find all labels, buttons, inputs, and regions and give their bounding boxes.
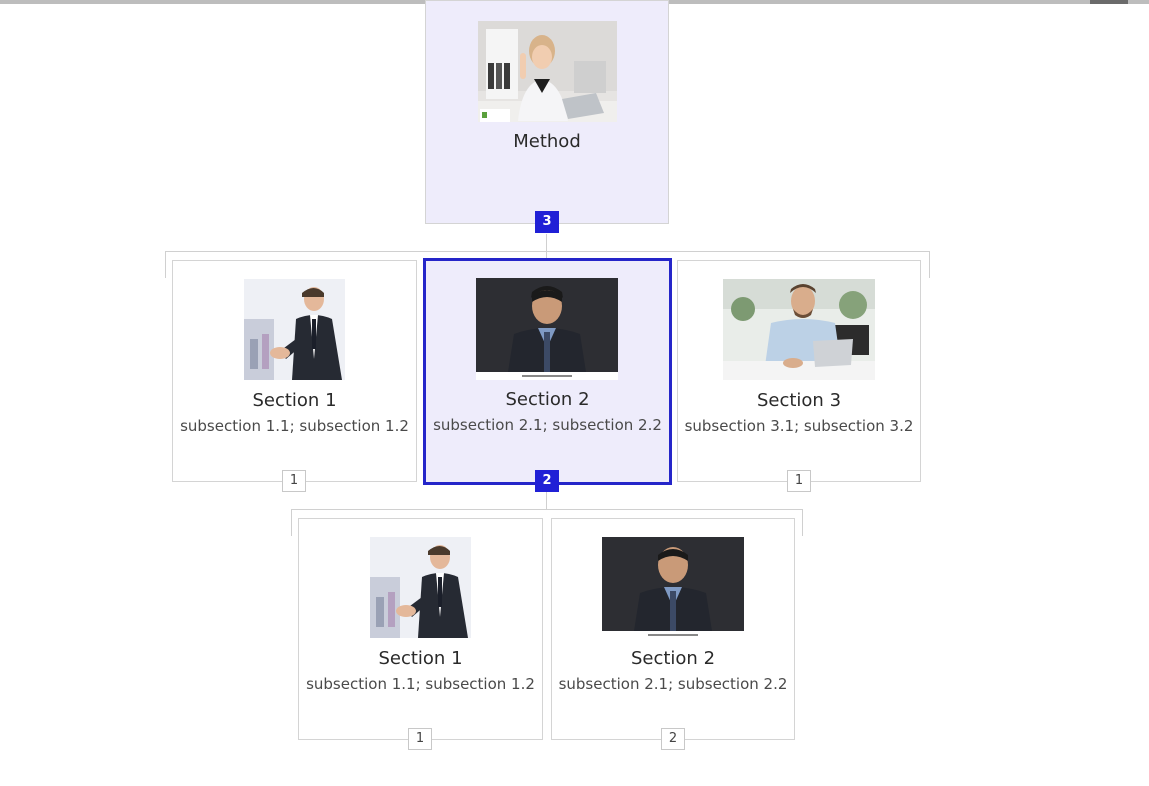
node-method[interactable]: Method bbox=[425, 0, 669, 224]
node-section-1[interactable]: Section 1 subsection 1.1; subsection 1.2 bbox=[172, 260, 417, 482]
connector-line bbox=[546, 492, 547, 509]
connector-line bbox=[165, 251, 930, 252]
man-dark-background-photo-icon bbox=[602, 537, 744, 639]
connector-line bbox=[929, 251, 930, 278]
node-title: Section 1 bbox=[378, 648, 463, 669]
child-count-badge[interactable]: 2 bbox=[661, 728, 685, 750]
woman-at-desk-photo-icon bbox=[478, 21, 617, 122]
node-section-1-child[interactable]: Section 1 subsection 1.1; subsection 1.2 bbox=[298, 518, 543, 740]
child-count-badge[interactable]: 1 bbox=[282, 470, 306, 492]
node-section-3[interactable]: Section 3 subsection 3.1; subsection 3.2 bbox=[677, 260, 921, 482]
node-title: Method bbox=[513, 131, 581, 152]
scrollbar-thumb[interactable] bbox=[1090, 0, 1128, 4]
handshake-man-photo-icon bbox=[370, 537, 471, 638]
node-title: Section 1 bbox=[252, 390, 337, 411]
man-dark-background-photo-icon bbox=[476, 278, 618, 380]
connector-line bbox=[291, 509, 803, 510]
node-title: Section 2 bbox=[505, 389, 590, 410]
node-subtitle: subsection 3.1; subsection 3.2 bbox=[684, 417, 914, 435]
node-subtitle: subsection 2.1; subsection 2.2 bbox=[558, 675, 788, 693]
node-subtitle: subsection 1.1; subsection 1.2 bbox=[306, 675, 535, 693]
child-count-badge[interactable]: 3 bbox=[535, 211, 559, 233]
node-title: Section 3 bbox=[756, 390, 842, 411]
connector-line bbox=[802, 509, 803, 536]
handshake-man-photo-icon bbox=[244, 279, 345, 380]
child-count-badge[interactable]: 1 bbox=[787, 470, 811, 492]
node-subtitle: subsection 1.1; subsection 1.2 bbox=[180, 417, 409, 435]
man-at-laptop-photo-icon bbox=[723, 279, 875, 380]
connector-line bbox=[546, 234, 547, 251]
connector-line bbox=[165, 251, 166, 278]
node-section-2[interactable]: Section 2 subsection 2.1; subsection 2.2 bbox=[423, 258, 672, 485]
connector-line bbox=[546, 251, 547, 259]
connector-line bbox=[291, 509, 292, 536]
node-title: Section 2 bbox=[630, 648, 716, 669]
node-subtitle: subsection 2.1; subsection 2.2 bbox=[433, 416, 662, 434]
node-section-2-child[interactable]: Section 2 subsection 2.1; subsection 2.2 bbox=[551, 518, 795, 740]
child-count-badge[interactable]: 1 bbox=[408, 728, 432, 750]
child-count-badge[interactable]: 2 bbox=[535, 470, 559, 492]
